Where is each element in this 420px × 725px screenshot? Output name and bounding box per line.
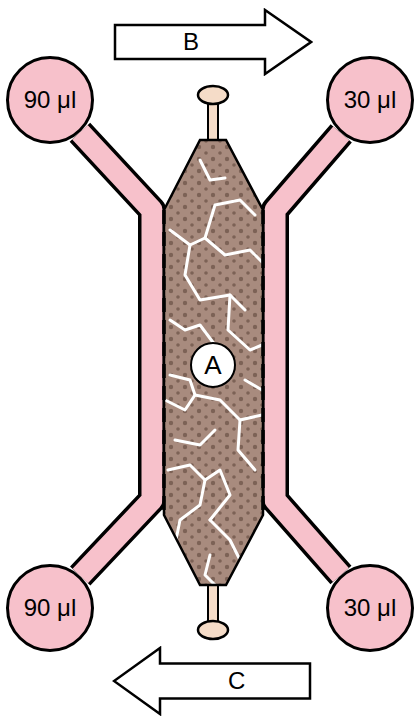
channel-stroke — [80, 132, 152, 576]
tissue-crack — [175, 480, 205, 545]
block-arrow-outline — [115, 10, 311, 74]
reservoir-well: 30 μl — [326, 56, 414, 144]
tissue-crack — [238, 420, 255, 470]
tissue-crack — [228, 295, 262, 350]
reservoir-well: 30 μl — [326, 564, 414, 652]
membrane-dashed — [261, 210, 265, 515]
fluid-channel — [275, 133, 341, 575]
tissue-crack — [168, 465, 230, 520]
tissue-outline — [164, 140, 263, 585]
tissue-crack — [205, 200, 255, 238]
block-arrow-outline — [114, 648, 310, 714]
reservoir-well: 90 μl — [6, 56, 94, 144]
tissue-crack — [170, 320, 215, 345]
volume-label: 30 μl — [344, 596, 397, 620]
fluid-channel — [80, 132, 152, 576]
reservoir-well: 90 μl — [6, 564, 94, 652]
block-arrow-shape — [113, 8, 313, 76]
tissue-crack — [185, 245, 245, 310]
block-arrow-shape — [112, 646, 312, 716]
flow-arrow: B — [113, 8, 313, 76]
channel-stroke — [275, 133, 341, 575]
tissue-crack — [165, 395, 262, 420]
tissue-crack — [170, 375, 195, 395]
tissue-crack — [210, 520, 240, 560]
volume-label: 90 μl — [24, 88, 77, 112]
letter-label: A — [204, 352, 221, 378]
tissue-crack — [175, 430, 215, 445]
tissue-crack — [170, 230, 262, 262]
letter-label: B — [183, 30, 199, 54]
tissue-crack — [200, 160, 225, 180]
tissue-crack — [205, 555, 215, 585]
volume-label: 90 μl — [24, 596, 77, 620]
letter-label: C — [228, 669, 245, 693]
flow-arrow: C — [112, 646, 312, 716]
tissue-crack — [245, 380, 262, 390]
channel-stroke — [275, 133, 341, 575]
volume-label: 30 μl — [344, 88, 397, 112]
region-marker: A — [190, 342, 236, 388]
tissue-texture — [160, 135, 270, 590]
membrane-dashed — [162, 210, 166, 515]
channel-stroke — [80, 132, 152, 576]
